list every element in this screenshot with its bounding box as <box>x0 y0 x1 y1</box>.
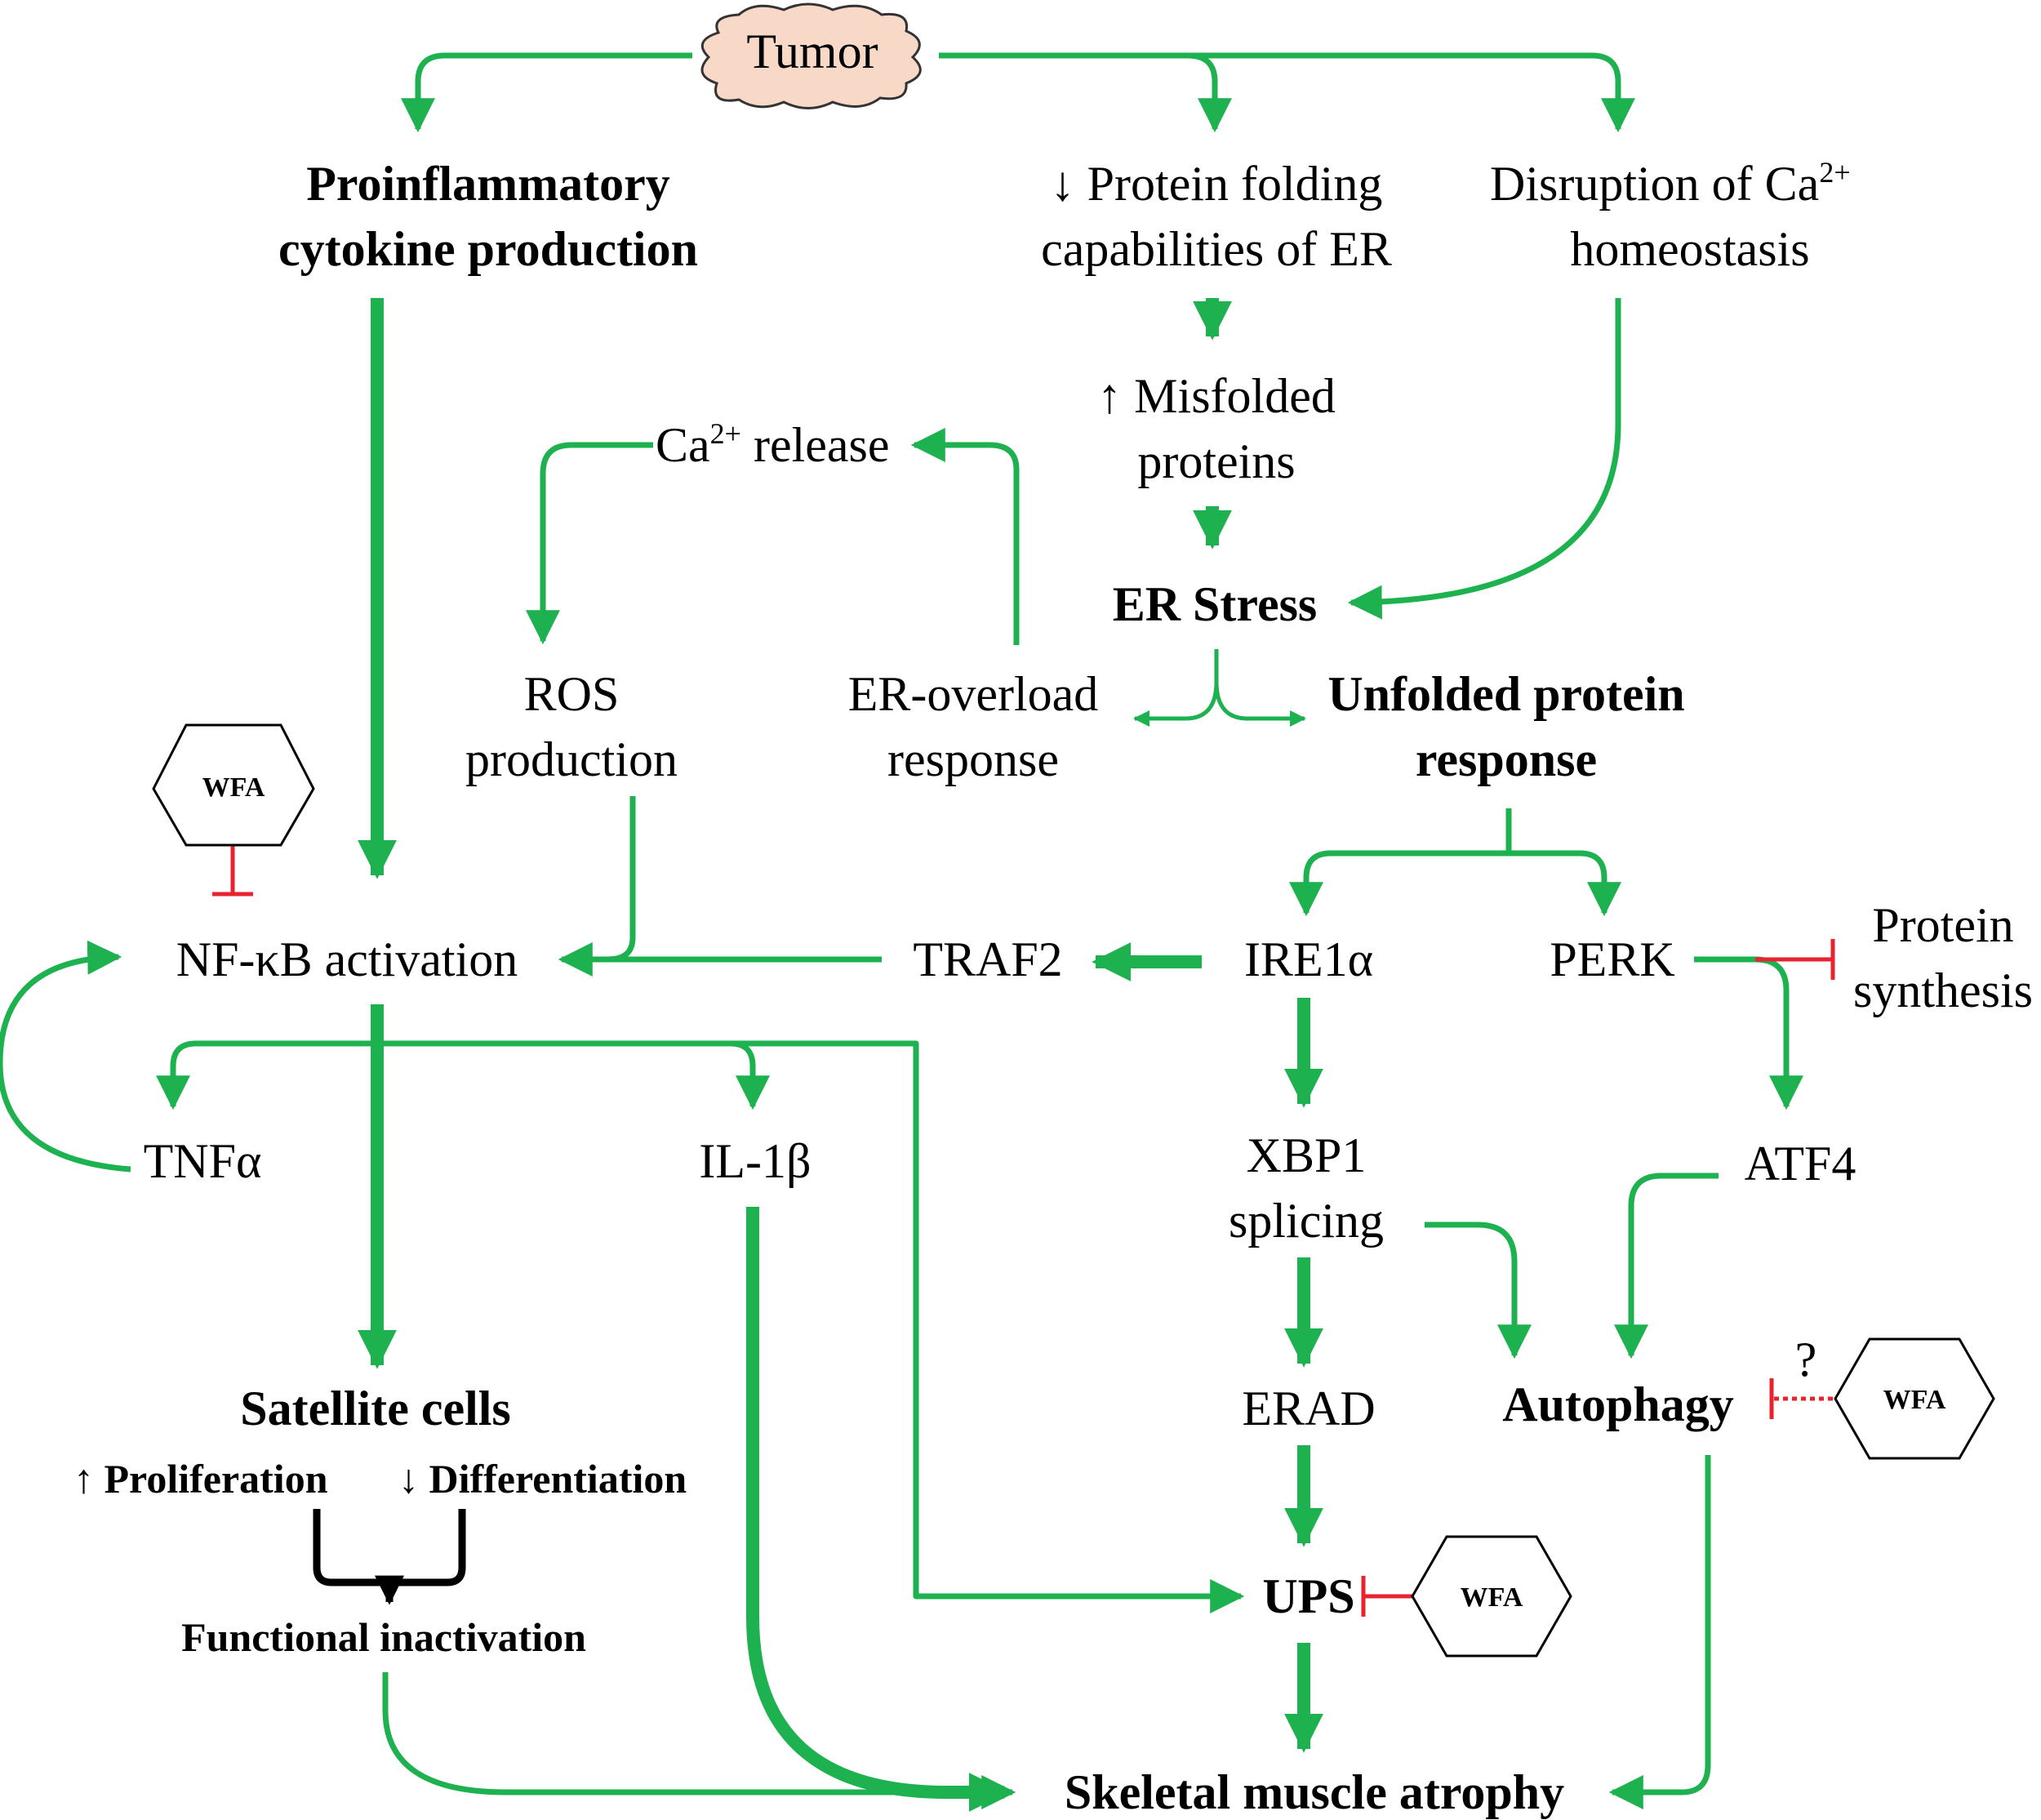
ca-homeostasis-text: Disruption of Ca <box>1490 157 1819 211</box>
edge-atf4-to-autophagy <box>1614 1173 1719 1359</box>
node-satellite-cells: Satellite cells <box>240 1382 511 1435</box>
wfa-label-ups: WFA <box>1461 1582 1523 1613</box>
misfolded-line1: ↑ Misfolded <box>1097 369 1336 423</box>
wfa-label-autophagy: WFA <box>1883 1385 1946 1415</box>
node-cytokine-production: Proinflammatory cytokine production <box>278 157 698 276</box>
wfa-hexagon-nfkb <box>152 723 315 847</box>
node-functional-inactivation: Functional inactivation <box>181 1614 586 1660</box>
node-skeletal-muscle-atrophy: Skeletal muscle atrophy <box>1065 1765 1564 1819</box>
ca-homeostasis-line1: Disruption of Ca2+ <box>1490 156 1851 211</box>
edge-ca-release-to-ros <box>526 442 653 645</box>
node-ros-production: ROS production <box>465 667 678 786</box>
inhibit-wfa-ups <box>1361 1576 1412 1617</box>
edge-satellite-to-functional-inactivation <box>313 1509 466 1586</box>
tumor-cloud <box>700 2 922 109</box>
node-differentiation: ↓ Differentiation <box>398 1456 687 1502</box>
node-unfolded-protein-response: Unfolded protein response <box>1327 667 1684 786</box>
inhibit-perk-protein-synthesis <box>1755 939 1835 980</box>
edge-tnfa-to-nfkb <box>0 940 131 1173</box>
edge-tumor-trunk <box>939 52 1635 133</box>
edge-tumor-to-cytokine <box>401 52 692 133</box>
protein-synthesis-line1: Protein <box>1872 898 2013 952</box>
edge-functional-inactivation-to-atrophy <box>382 1672 1016 1809</box>
misfolded-line2: proteins <box>1137 434 1295 488</box>
edge-autophagy-to-atrophy <box>1608 1455 1711 1809</box>
node-erad: ERAD <box>1242 1382 1375 1435</box>
edge-xbp1-to-autophagy <box>1425 1221 1532 1359</box>
upr-line2: response <box>1416 732 1597 786</box>
inhibit-wfa-nfkb <box>212 845 253 897</box>
er-overload-line2: response <box>887 732 1059 786</box>
ca-homeostasis-line2: homeostasis <box>1570 222 1809 276</box>
node-traf2: TRAF2 <box>913 932 1062 986</box>
edges <box>0 52 1803 1812</box>
ca-release-superscript: 2+ <box>710 417 741 450</box>
node-il1b: IL-1β <box>699 1134 811 1188</box>
edge-ca-homeostasis-to-er-stress <box>1347 298 1621 620</box>
edge-nfkb-to-tnfa <box>156 1040 377 1110</box>
edge-nfkb-to-il1b <box>377 1040 770 1110</box>
ca-release-text: release <box>741 418 890 472</box>
cytokine-production-line2: cytokine production <box>278 222 698 276</box>
ca-release-ca: Ca <box>656 418 710 472</box>
ros-line2: production <box>465 732 678 786</box>
node-xbp1-splicing: XBP1 splicing <box>1229 1128 1384 1248</box>
wfa-hexagon-ups <box>1411 1535 1572 1658</box>
edge-nfkb-to-ups <box>731 1040 1245 1613</box>
ca-homeostasis-superscript: 2+ <box>1819 156 1850 189</box>
node-protein-folding: ↓ Protein folding capabilities of ER <box>1041 157 1392 276</box>
inhibitions <box>212 845 1835 1617</box>
edge-upr-to-ire1a <box>1289 850 1509 917</box>
cytokine-production-line1: Proinflammatory <box>306 157 669 211</box>
node-misfolded-proteins: ↑ Misfolded proteins <box>1097 369 1336 488</box>
wfa-label-nfkb: WFA <box>202 772 265 803</box>
wfa-hexagon-autophagy <box>1834 1337 1995 1460</box>
node-tnfa: TNFα <box>144 1134 262 1188</box>
xbp1-line1: XBP1 <box>1247 1128 1367 1182</box>
protein-synthesis-line2: synthesis <box>1853 963 2033 1017</box>
node-nfkb-activation: NF-κB activation <box>176 932 518 986</box>
node-ca-release: Ca2+ release <box>656 417 890 472</box>
node-tumor: Tumor <box>746 24 878 78</box>
protein-folding-line2: capabilities of ER <box>1041 222 1392 276</box>
edge-ros-to-nfkb <box>558 796 636 977</box>
node-er-stress: ER Stress <box>1113 577 1318 631</box>
edge-il1b-to-atrophy <box>746 1207 1008 1812</box>
edge-perk-to-atf4 <box>1694 956 1803 1110</box>
node-atf4: ATF4 <box>1745 1137 1856 1190</box>
node-protein-synthesis: Protein synthesis <box>1853 898 2033 1017</box>
xbp1-line2: splicing <box>1229 1194 1384 1248</box>
node-ire1a: IRE1α <box>1244 932 1373 986</box>
edge-er-stress-to-upr <box>1214 681 1306 727</box>
er-overload-line1: ER-overload <box>848 667 1099 721</box>
node-proliferation: ↑ Proliferation <box>73 1456 328 1502</box>
node-er-overload-response: ER-overload response <box>848 667 1099 786</box>
edge-tumor-to-protein-folding <box>1187 52 1232 133</box>
ros-line1: ROS <box>524 667 620 721</box>
edge-upr-to-perk <box>1509 850 1621 917</box>
protein-folding-line1: ↓ Protein folding <box>1051 157 1383 211</box>
node-perk: PERK <box>1550 932 1674 986</box>
uncertain-question-mark: ? <box>1795 1333 1817 1386</box>
edge-er-stress-to-er-overload <box>1133 649 1219 727</box>
node-ups: UPS <box>1262 1569 1354 1623</box>
edge-er-overload-to-ca-release <box>910 428 1020 645</box>
upr-line1: Unfolded protein <box>1327 667 1684 721</box>
node-autophagy: Autophagy <box>1502 1377 1733 1431</box>
node-ca-homeostasis: Disruption of Ca2+ homeostasis <box>1490 156 1851 276</box>
